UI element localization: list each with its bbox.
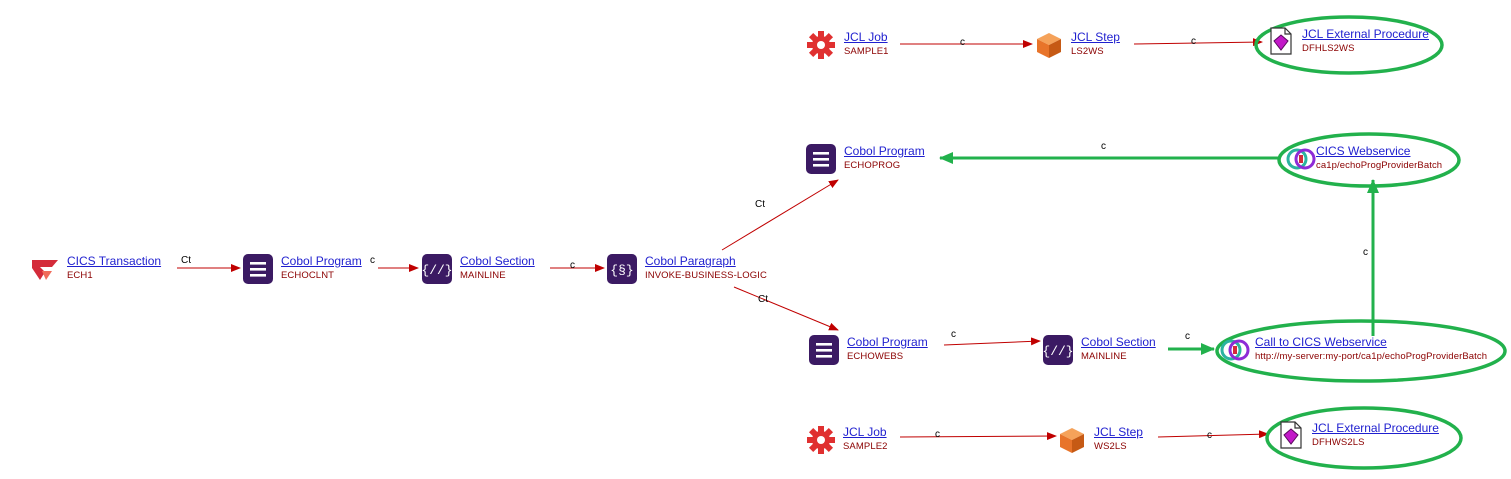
edge-label: c [1207,430,1212,441]
node-subtitle: SAMPLE2 [843,441,888,452]
svg-text:{//}: {//} [1043,344,1073,359]
edge-label: c [935,429,940,440]
node-title[interactable]: Cobol Program [844,144,925,158]
edge-label: c [1363,247,1368,258]
highlight-ellipse-callws [1215,319,1507,383]
node-title[interactable]: CICS Webservice [1316,144,1411,158]
cobol-section-icon: {//} [1043,335,1073,365]
node-subtitle: DFHLS2WS [1302,43,1355,54]
svg-text:{§}: {§} [610,263,633,278]
node-subtitle: ECHOWEBS [847,351,904,362]
highlight-ellipse-webservice [1277,132,1461,188]
svg-text:{//}: {//} [422,263,452,278]
node-subtitle: WS2LS [1094,441,1127,452]
node-subtitle: INVOKE-BUSINESS-LOGIC [645,270,767,281]
node-title[interactable]: Call to CICS Webservice [1255,335,1387,349]
edge-label: Ct [181,255,191,266]
highlight-ellipse-extproc1 [1254,15,1444,75]
node-subtitle: ca1p/echoProgProviderBatch [1316,160,1443,171]
edge-label: c [1191,36,1196,47]
node-title[interactable]: Cobol Program [281,254,362,268]
edge-echowebs-section2 [943,337,1041,346]
edge-label: Ct [758,294,768,305]
edge-label: c [570,260,575,271]
cics-transaction-icon [32,260,58,280]
node-title[interactable]: CICS Transaction [67,254,162,268]
node-title[interactable]: Cobol Section [1081,335,1156,349]
edge-paragraph-echowebs [733,286,839,331]
edge-jcljob2-jclstep2 [899,432,1057,441]
node-title[interactable]: JCL Job [844,30,888,44]
edge-label: Ct [755,199,765,210]
edge-label: c [951,329,956,340]
edge-paragraph-echoprog [721,179,839,251]
cobol-paragraph-icon: {§} [607,254,637,284]
cobol-program-icon [243,254,273,284]
box-icon [1060,428,1084,453]
node-title[interactable]: Cobol Section [460,254,535,268]
node-title[interactable]: JCL External Procedure [1312,421,1439,435]
edge-jclstep2-extproc2 [1157,430,1269,439]
node-subtitle: MAINLINE [1081,351,1127,362]
cobol-section-icon: {//} [422,254,452,284]
edge-label: c [960,37,965,48]
node-title[interactable]: JCL Step [1071,30,1120,44]
document-gem-icon [1270,27,1292,55]
box-icon [1037,33,1061,58]
edge-jclstep1-extproc1 [1133,38,1263,47]
node-subtitle: ECHOPROG [844,160,901,171]
node-subtitle: LS2WS [1071,46,1104,57]
node-subtitle: MAINLINE [460,270,506,281]
node-subtitle: DFHWS2LS [1312,437,1365,448]
edge-label: c [1101,141,1106,152]
cics-webservice-icon [1286,148,1316,170]
cobol-program-icon [806,144,836,174]
edge-label: c [1185,331,1190,342]
node-title[interactable]: Cobol Paragraph [645,254,736,268]
node-title[interactable]: JCL Step [1094,425,1143,439]
node-title[interactable]: JCL External Procedure [1302,27,1429,41]
node-subtitle: ECH1 [67,270,93,281]
gear-icon [807,31,835,59]
gear-icon [807,426,835,454]
cobol-program-icon [809,335,839,365]
node-subtitle: http://my-server:my-port/ca1p/echoProgPr… [1255,351,1488,362]
document-gem-icon [1280,421,1302,449]
node-title[interactable]: JCL Job [843,425,887,439]
edge-label: c [370,255,375,266]
cics-webservice-icon [1220,339,1250,361]
highlight-ellipse-extproc2 [1265,406,1463,470]
node-subtitle: ECHOCLNT [281,270,335,281]
node-title[interactable]: Cobol Program [847,335,928,349]
node-subtitle: SAMPLE1 [844,46,889,57]
